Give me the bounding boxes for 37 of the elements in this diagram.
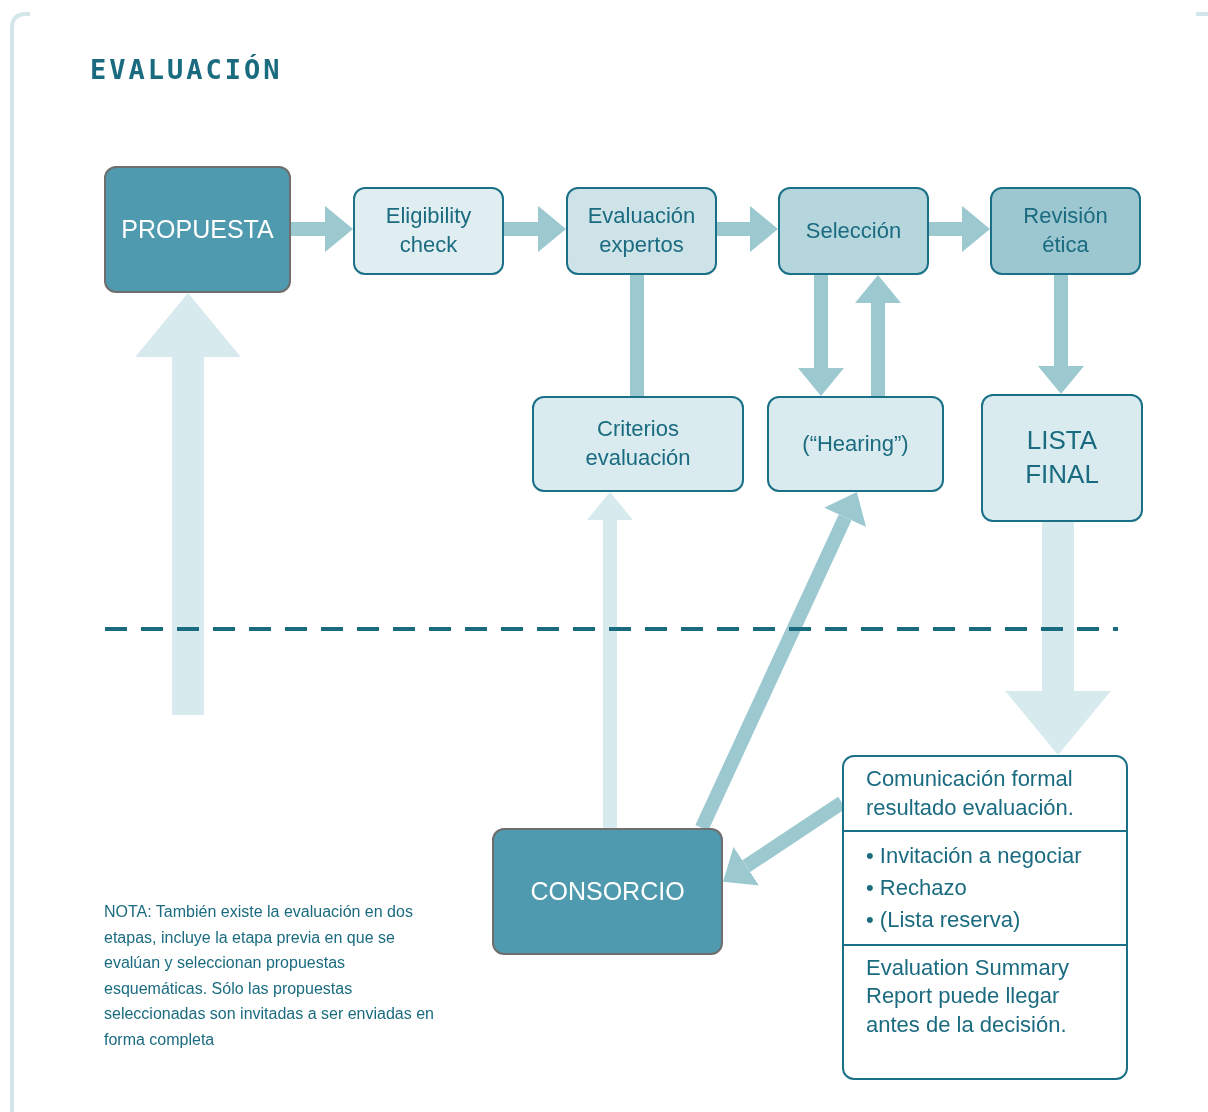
process-box: [353, 187, 504, 275]
message-box: [842, 755, 1128, 1080]
arrow: [929, 205, 990, 253]
node-text: Evaluation Summary Report puede llegar antes de la decisión.: [866, 953, 1070, 1040]
process-box: [492, 828, 723, 955]
process-box: [990, 187, 1141, 275]
node-text: Comunicación formal resultado evaluación.: [866, 765, 1075, 822]
arrow: [797, 275, 845, 396]
process-box: [778, 187, 929, 275]
arrow: [135, 293, 241, 715]
node-label: LISTA FINAL: [1024, 424, 1100, 491]
process-box: [104, 166, 291, 293]
node-label: CONSORCIO: [529, 876, 686, 908]
node-label: Evaluación expertos: [586, 202, 697, 259]
arrow: [586, 492, 634, 828]
note-text: NOTA: También existe la evaluación en dos etapas, incluye la etapa previa en que se evalúan y seleccionan propuestas esquemáticas. Sólo las propuestas seleccionadas son invitadas a ser enviadas en forma completa: [104, 902, 435, 1050]
node-label: PROPUESTA: [120, 214, 275, 246]
arrow: [1005, 522, 1111, 755]
list-item: • (Lista reserva): [866, 905, 1022, 934]
node-label: Eligibility check: [384, 202, 473, 259]
arrow: [1037, 275, 1085, 394]
process-box: [767, 396, 944, 492]
arrow: [504, 205, 566, 253]
node-label: Selección: [804, 216, 903, 245]
arrow: [717, 205, 778, 253]
process-box: [981, 394, 1143, 522]
arrow: [695, 492, 867, 831]
arrow: [291, 205, 353, 253]
node-label: Revisión ética: [1022, 202, 1109, 259]
node-label: (“Hearing”): [801, 429, 910, 458]
node-label: Criterios evaluación: [584, 415, 692, 472]
arrow: [854, 275, 902, 396]
process-box: [532, 396, 744, 492]
process-box: [566, 187, 717, 275]
diagram-title: EVALUACIÓN: [90, 54, 283, 85]
list-item: • Invitación a negociar: [866, 842, 1083, 871]
list-item: • Rechazo: [866, 874, 968, 903]
